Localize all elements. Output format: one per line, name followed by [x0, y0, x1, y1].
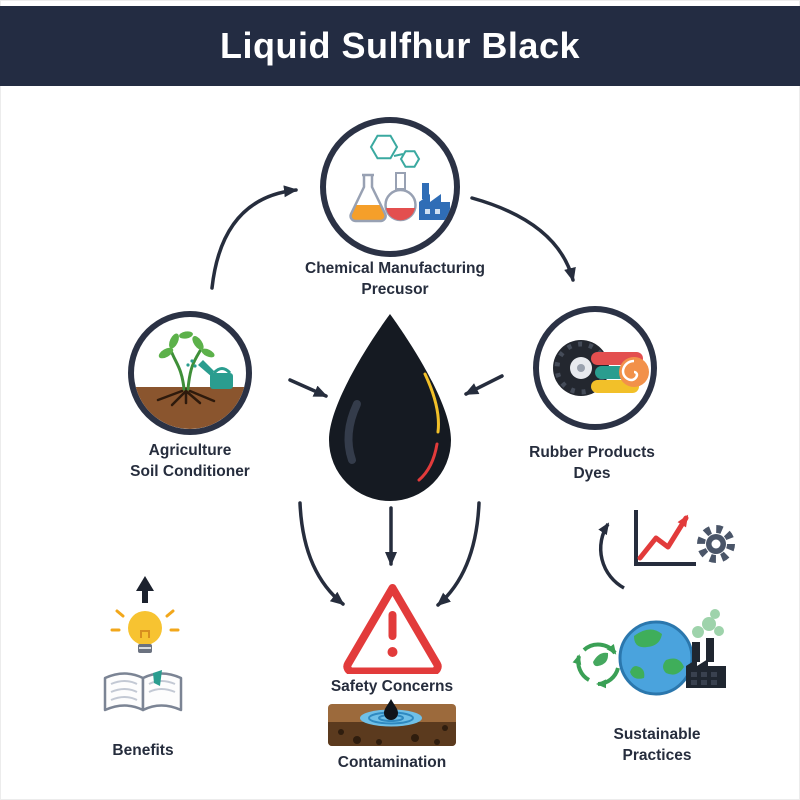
globe-icon	[618, 620, 694, 696]
bookmark-icon	[153, 670, 162, 686]
label-sustainable-line2: Practices	[622, 747, 692, 764]
lightbulb-icon	[110, 609, 180, 653]
leaf-icon	[593, 652, 609, 667]
arrow-left-to-safety	[298, 501, 345, 606]
node-rubber-products	[533, 306, 657, 430]
node-chemical-manufacturing	[320, 117, 460, 257]
round-flask-icon	[384, 172, 417, 222]
up-arrow-icon	[136, 576, 154, 603]
molecule-icon	[369, 134, 421, 168]
label-sustainable: Sustainable Practices	[577, 724, 737, 766]
label-agriculture-line2: Soil Conditioner	[130, 463, 250, 480]
arrow-agriculture-to-chemical	[210, 185, 298, 290]
label-rubber: Rubber Products Dyes	[492, 442, 692, 484]
page-title: Liquid Sulfhur Black	[219, 25, 580, 66]
arrow-right-to-safety	[436, 501, 481, 607]
label-rubber-line1: Rubber Products	[529, 444, 655, 461]
arrow-agriculture-to-drop	[288, 378, 328, 398]
benefits-icon	[103, 576, 183, 712]
label-contamination-text: Contamination	[337, 754, 447, 771]
contamination-icon	[328, 699, 456, 746]
warning-triangle-icon	[343, 584, 442, 674]
label-sustainable-line1: Sustainable	[613, 726, 701, 743]
roots-icon	[156, 387, 216, 407]
rising-line	[637, 514, 689, 561]
title-bar: Liquid Sulfhur Black	[0, 6, 800, 86]
open-book-icon	[103, 670, 183, 712]
label-chemical-line2: Precusor	[361, 281, 429, 298]
agriculture-icons	[134, 331, 246, 429]
factory-icon	[419, 183, 450, 220]
watering-can-icon	[186, 359, 233, 389]
rubber-icons	[553, 340, 649, 396]
eco-factory-icon	[686, 609, 726, 688]
sustainability-icon	[572, 609, 726, 696]
label-agriculture-line1: Agriculture	[148, 442, 232, 459]
arrow-rubber-to-drop	[464, 374, 504, 396]
label-rubber-line2: Dyes	[573, 465, 611, 482]
label-chemical: Chemical Manufacturing Precusor	[250, 258, 540, 300]
label-contamination: Contamination	[292, 752, 492, 773]
label-agriculture: Agriculture Soil Conditioner	[90, 440, 290, 482]
growth-chart-icon	[598, 510, 735, 590]
label-safety: Safety Concerns	[292, 676, 492, 697]
erlenmeyer-flask-icon	[349, 173, 387, 223]
label-chemical-line1: Chemical Manufacturing	[305, 260, 485, 277]
node-agriculture	[128, 311, 252, 435]
arrow-chemical-to-rubber	[470, 196, 576, 282]
chemical-icons	[349, 134, 450, 223]
label-benefits-text: Benefits	[112, 742, 174, 759]
recycle-arrows-icon	[572, 642, 620, 689]
label-benefits: Benefits	[63, 740, 223, 761]
dye-rolls-icon	[591, 352, 649, 393]
liquid-drop-icon	[329, 314, 451, 502]
gear-icon	[697, 525, 735, 563]
label-safety-text: Safety Concerns	[330, 678, 454, 695]
cycle-arrow-icon	[598, 522, 625, 590]
chart-axes	[634, 510, 696, 566]
plant-icon	[158, 331, 215, 391]
